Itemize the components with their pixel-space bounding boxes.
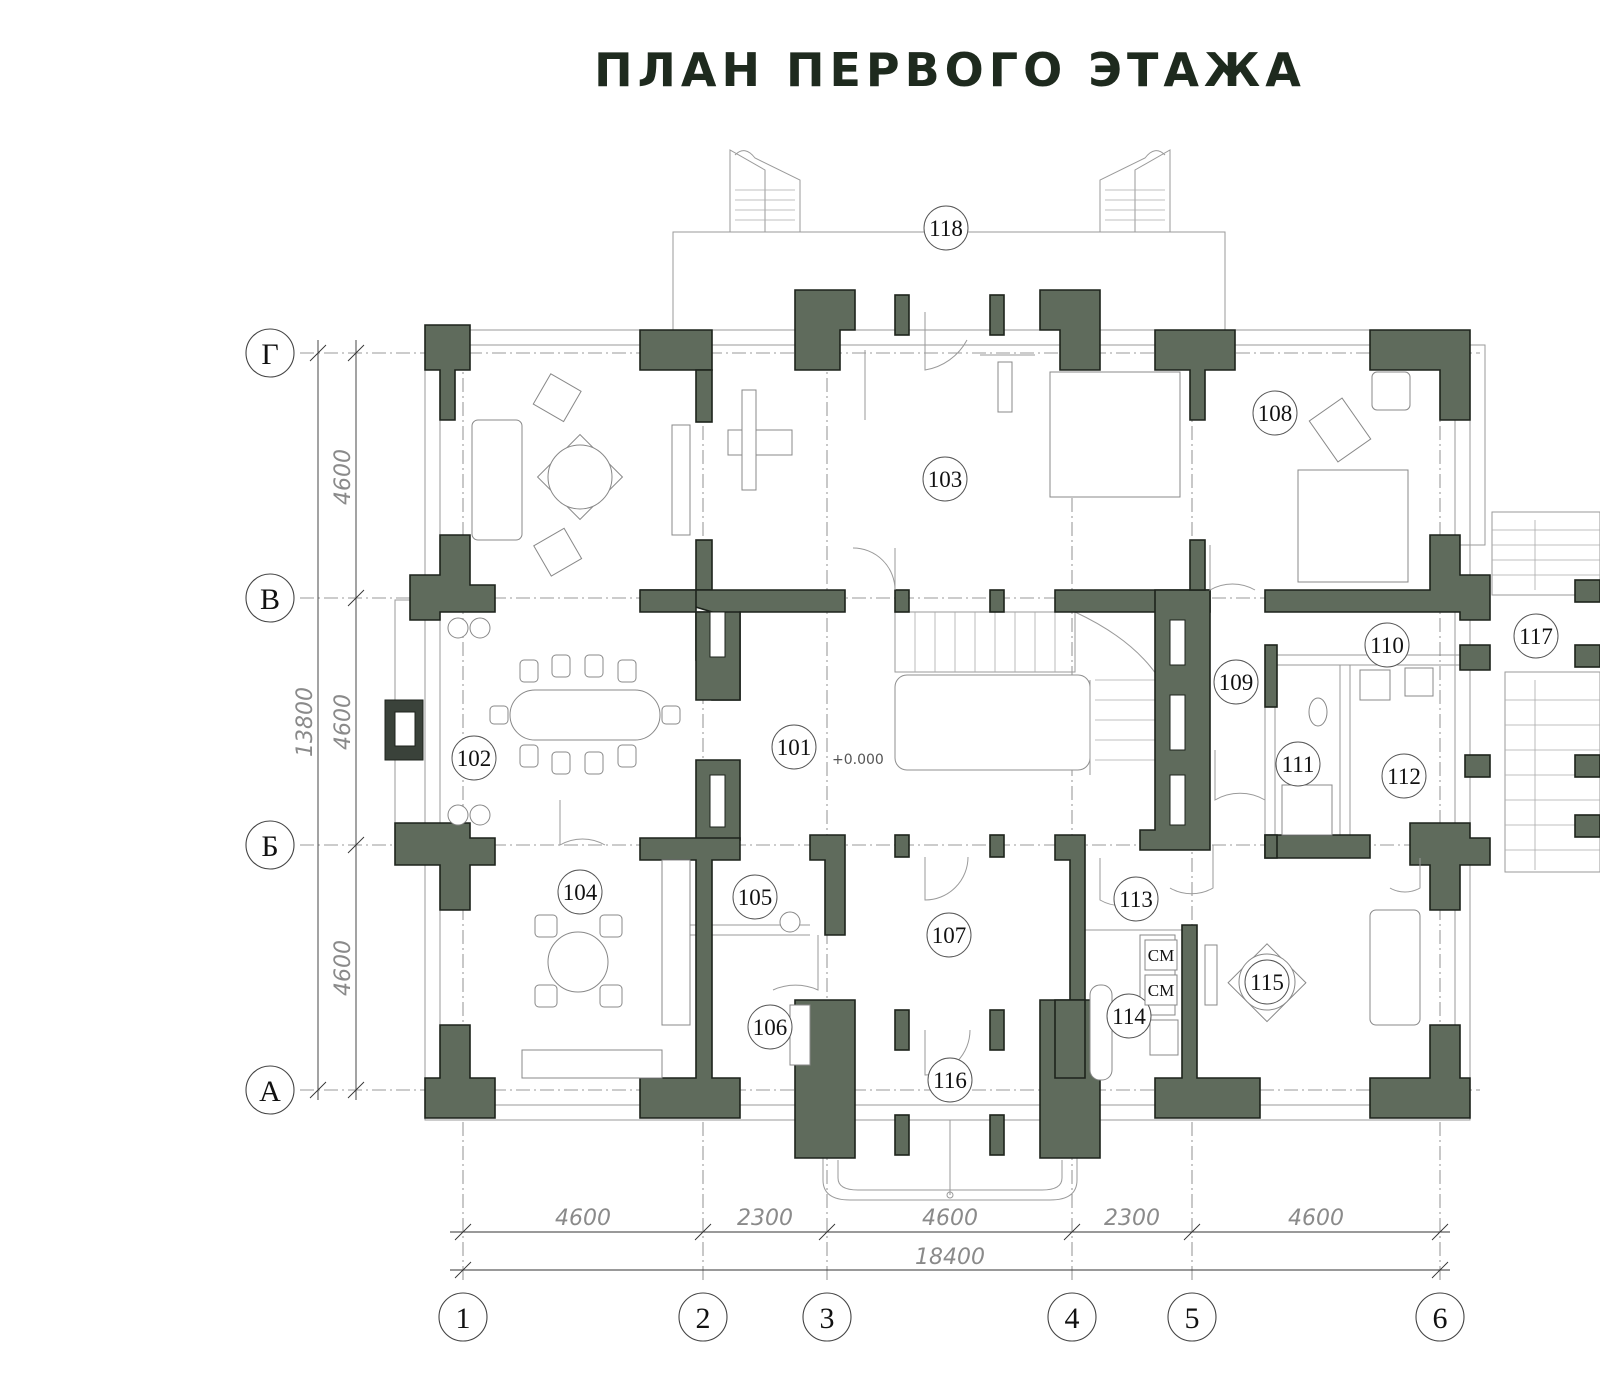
room-labels: 101 102 103 104 105 106 107 108 109 110 … [451,205,1559,1103]
axis-letter-a: А [259,1075,281,1108]
room-109: 109 [1219,670,1254,695]
axis-number-1: 1 [456,1302,471,1335]
axis-letter-g: Г [261,338,278,371]
room-101: 101 [777,735,812,760]
room-105: 105 [738,885,773,910]
room-104: 104 [563,880,598,905]
dim-horizontal-4: 2300 [1104,1206,1160,1231]
structural-walls [394,289,1600,1159]
washer-label-1: СМ [1148,946,1174,965]
room-110: 110 [1370,633,1404,658]
level-mark-text: +0.000 [832,752,884,768]
axis-letter-markers: Г В Б А [245,328,295,1115]
fireplace [384,699,424,761]
dim-horizontal-2: 2300 [737,1206,793,1231]
vertical-dimensions: 4600 4600 4600 13800 [293,340,365,1100]
axis-number-4: 4 [1065,1302,1080,1335]
side-stairs [1491,511,1600,873]
room-111: 111 [1282,752,1315,777]
room-107: 107 [932,923,967,948]
axis-number-5: 5 [1185,1302,1200,1335]
furniture [447,350,1434,1081]
room-113: 113 [1119,887,1153,912]
horizontal-dimensions: 4600 2300 4600 2300 4600 18400 [450,1206,1450,1279]
axis-number-markers: 1 2 3 4 5 6 [438,1292,1465,1342]
axis-number-3: 3 [820,1302,835,1335]
room-116: 116 [933,1068,967,1093]
washing-machines: СМ СМ [1144,939,1178,1006]
dim-horizontal-3: 4600 [922,1206,978,1231]
room-117: 117 [1519,624,1553,649]
axis-letter-v: В [260,583,280,616]
room-112: 112 [1387,764,1421,789]
dim-vertical-1: 4600 [331,449,356,505]
room-108: 108 [1258,401,1293,426]
dim-horizontal-1: 4600 [555,1206,611,1231]
room-106: 106 [753,1015,788,1040]
axis-number-6: 6 [1433,1302,1448,1335]
dim-vertical-2: 4600 [331,694,356,750]
room-102: 102 [457,746,492,771]
level-mark: +0.000 [832,752,884,768]
room-115: 115 [1250,970,1284,995]
dim-vertical-total: 13800 [293,687,318,757]
main-staircase [894,611,1161,775]
dim-horizontal-5: 4600 [1288,1206,1344,1231]
room-118: 118 [929,216,963,241]
axis-number-2: 2 [696,1302,711,1335]
room-114: 114 [1112,1004,1146,1029]
dim-vertical-3: 4600 [331,940,356,996]
plan-title: ПЛАН ПЕРВОГО ЭТАЖА [594,43,1306,97]
dim-horizontal-total: 18400 [915,1245,985,1270]
entrance-steps [822,1120,1078,1201]
washer-label-2: СМ [1148,981,1174,1000]
axis-letter-b: Б [261,830,278,863]
room-103: 103 [928,467,963,492]
outer-walls [394,329,1486,1121]
